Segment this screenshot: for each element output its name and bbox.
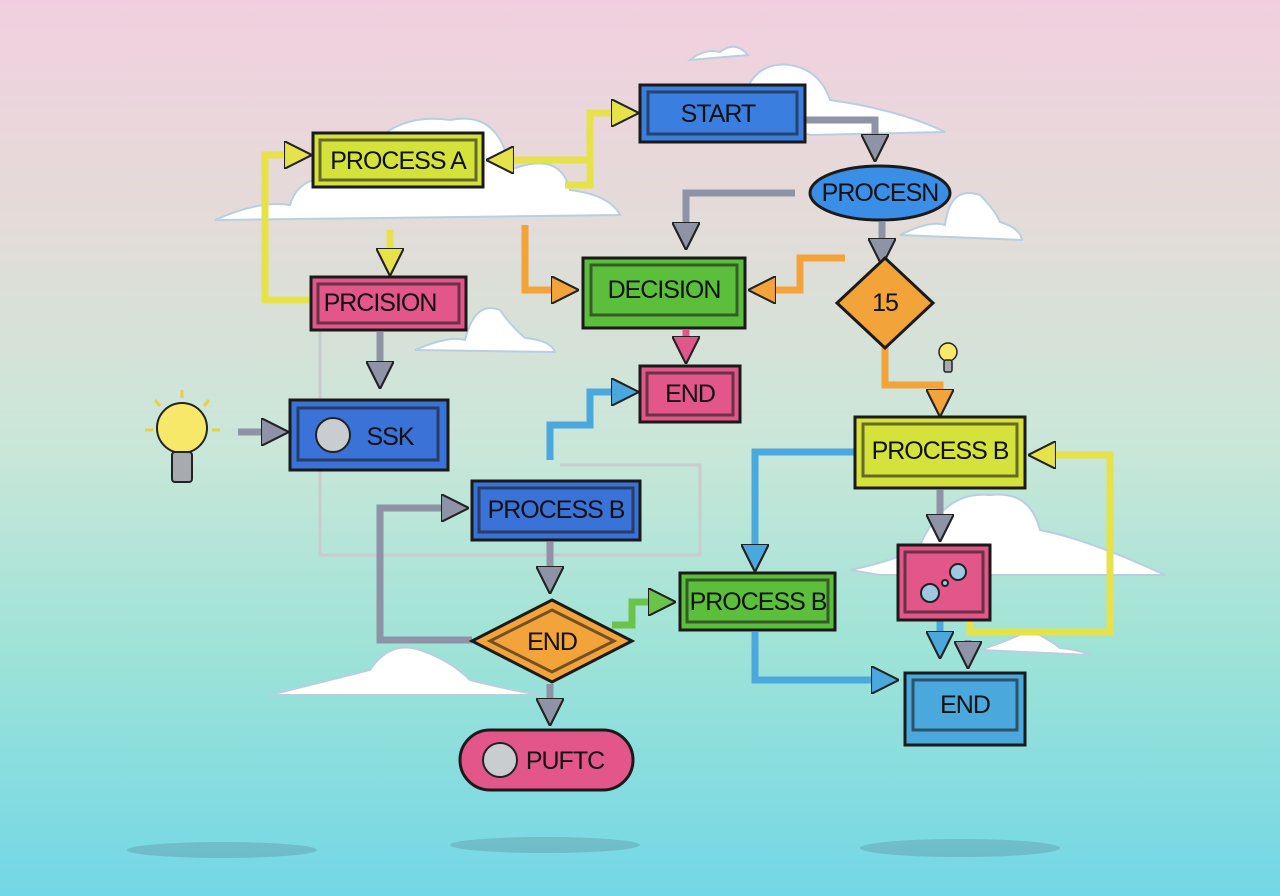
ssk-node[interactable]: SSK <box>288 398 450 472</box>
end-diamond-label: END <box>527 628 577 656</box>
process-b-yellow-label: PROCESS B <box>872 437 1009 465</box>
gears-icon <box>920 563 967 603</box>
people-icon <box>315 417 351 453</box>
end-blue-label: END <box>940 691 990 719</box>
lightbulb-icon <box>145 390 220 483</box>
arrows <box>238 113 1114 712</box>
process-b-green-label: PROCESS B <box>690 588 827 616</box>
puftc-node[interactable]: PUFTC <box>458 728 635 792</box>
start-label: START <box>681 100 756 128</box>
procesn-label: PROCESN <box>822 179 939 207</box>
end-diamond-node[interactable]: END <box>468 598 636 684</box>
start-node[interactable]: START <box>638 83 807 144</box>
process-b-yellow-node[interactable]: PROCESS B <box>853 415 1027 490</box>
process-b-green-node[interactable]: PROCESS B <box>678 571 837 632</box>
diamond-15-node[interactable]: 15 <box>834 255 936 351</box>
procesn-node[interactable]: PROCESN <box>808 164 952 222</box>
process-a-label: PROCESS A <box>330 147 467 175</box>
process-b-blue-node[interactable]: PROCESS B <box>470 479 642 542</box>
puftc-label: PUFTC <box>526 747 605 775</box>
end-pink-label: END <box>665 380 715 408</box>
gears-node[interactable] <box>896 543 992 622</box>
ssk-label: SSK <box>366 423 414 451</box>
decision-node[interactable]: DECISION <box>581 256 747 330</box>
decision-label: DECISION <box>608 276 721 304</box>
connector-lines <box>318 330 702 557</box>
process-a-node[interactable]: PROCESS A <box>311 131 485 189</box>
gear-icon <box>482 742 518 778</box>
prcision-label: PRCISION <box>324 289 437 317</box>
ground-shadows <box>127 837 1060 858</box>
end-blue-node[interactable]: END <box>903 671 1027 747</box>
process-b-blue-label: PROCESS B <box>488 496 625 524</box>
prcision-node[interactable]: PRCISION <box>309 275 468 332</box>
end-pink-node[interactable]: END <box>638 364 742 424</box>
lightbulb-icon-small <box>938 342 958 373</box>
diamond-15-label: 15 <box>872 289 898 317</box>
